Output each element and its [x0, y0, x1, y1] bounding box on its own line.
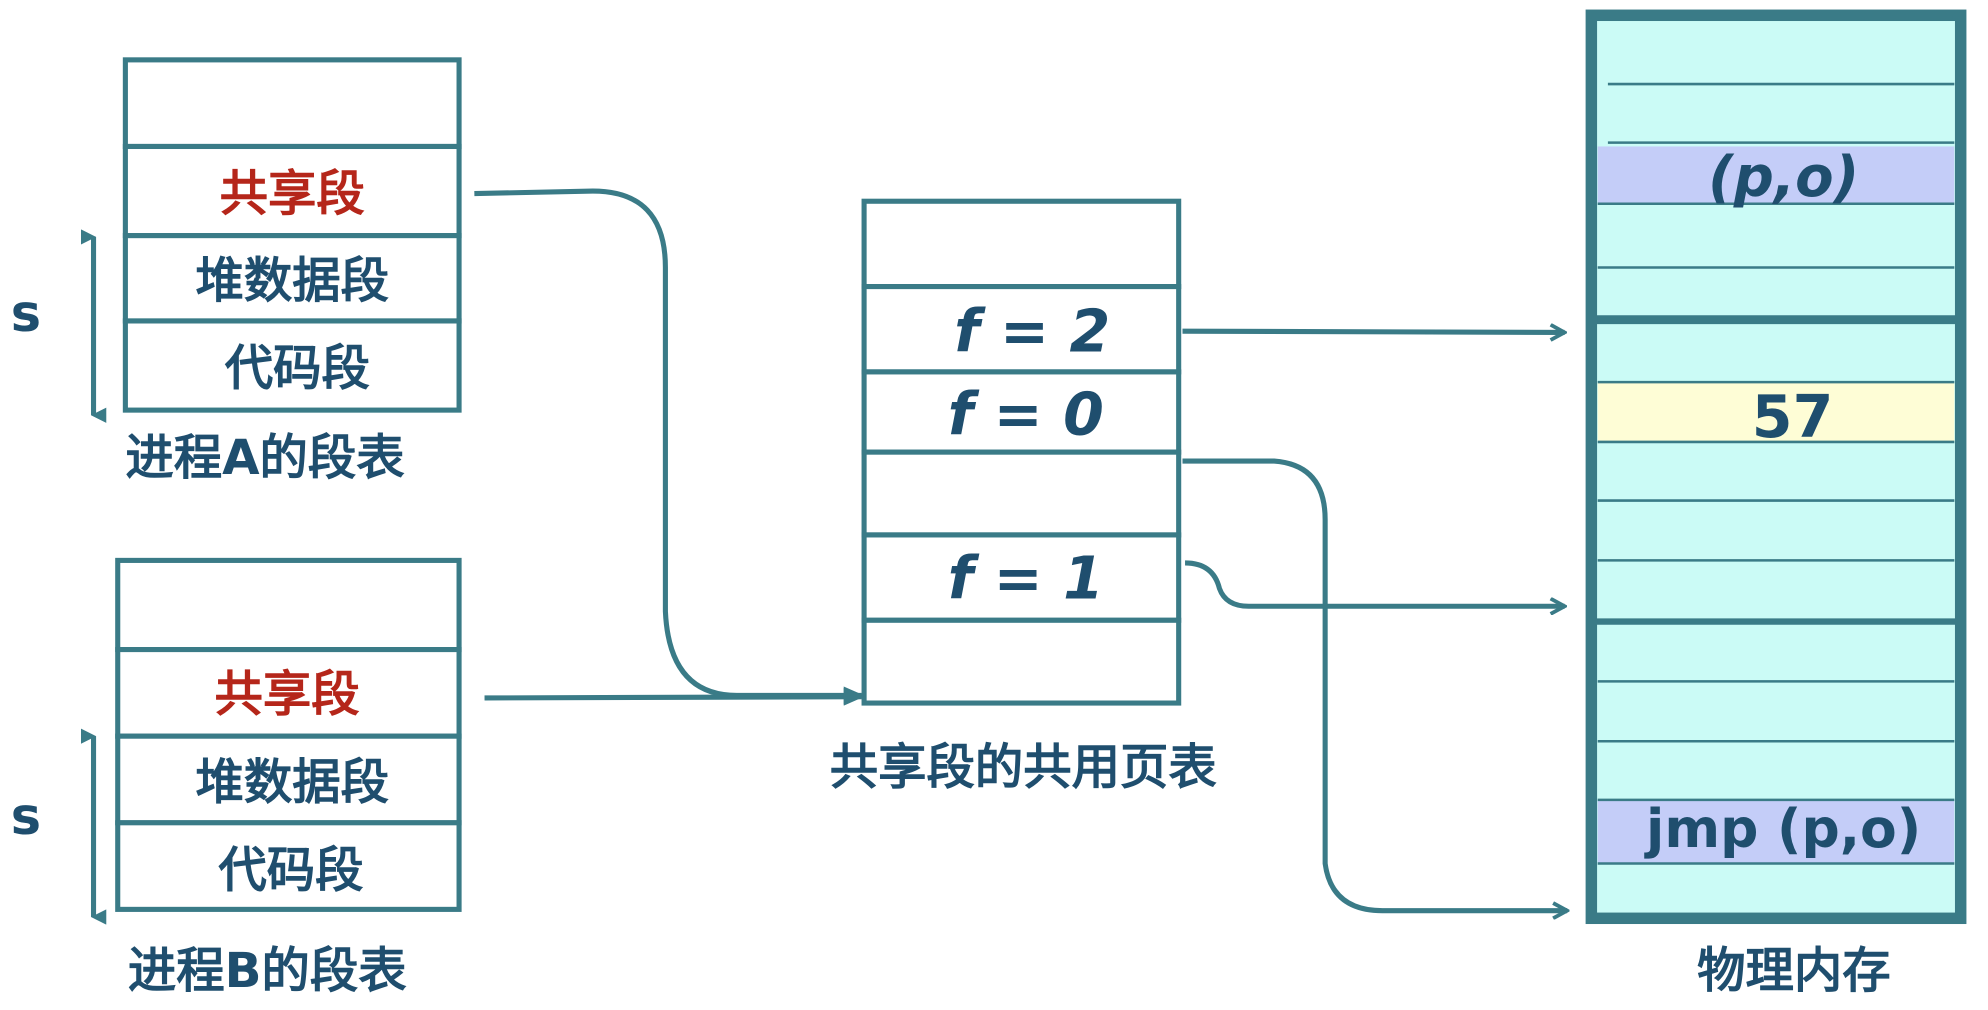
page-row	[861, 617, 1182, 706]
segment-row-heap	[115, 733, 462, 826]
process-a-segment-table: 共享段 堆数据段 代码段 进程A的段表 s	[11, 57, 462, 486]
process-a-to-page-table-arrow	[474, 188, 865, 705]
jmp-label: jmp (p,o)	[1644, 797, 1921, 860]
value-highlight	[1597, 382, 1955, 442]
segment-row-empty	[115, 557, 462, 653]
segment-row-code	[115, 820, 462, 912]
s-label: s	[11, 788, 41, 847]
segment-row-code	[122, 318, 462, 413]
po-highlight	[1597, 146, 1955, 204]
heap-segment-label: 堆数据段	[195, 755, 389, 811]
shared-segment-label: 共享段	[220, 166, 365, 222]
memory-caption: 物理内存	[1697, 943, 1891, 999]
frame-2-arrow	[1182, 331, 1564, 332]
page-table-caption: 共享段的共用页表	[830, 739, 1218, 795]
code-segment-label: 代码段	[224, 341, 370, 397]
physical-memory: (p,o) 57 jmp (p,o) 物理内存	[1585, 9, 1967, 999]
process-b-segment-table: 共享段 堆数据段 代码段 进程B的段表 s	[11, 557, 462, 999]
frame-0-arrow	[1182, 458, 1567, 911]
page-row-f2	[861, 284, 1182, 375]
value-57-label: 57	[1752, 383, 1834, 451]
frame-2-label: f = 2	[954, 298, 1110, 366]
page-row	[861, 198, 1182, 290]
jmp-highlight	[1597, 799, 1955, 864]
process-a-caption: 进程A的段表	[125, 430, 405, 486]
frame-1-label: f = 1	[948, 545, 1104, 613]
segment-row-shared	[122, 143, 462, 239]
memory-row-lines	[1592, 82, 1960, 865]
process-b-caption: 进程B的段表	[128, 943, 407, 999]
shared-segment-label: 共享段	[215, 667, 360, 723]
mapping-arrows	[474, 188, 1567, 911]
po-label: (p,o)	[1708, 145, 1859, 210]
segment-row-empty	[122, 57, 462, 150]
memory-border	[1585, 9, 1967, 925]
process-b-to-page-table-arrow	[484, 687, 865, 706]
shared-page-table: f = 2 f = 0 f = 1 共享段的共用页表	[830, 198, 1218, 795]
heap-segment-label: 堆数据段	[195, 253, 389, 309]
frame-0-label: f = 0	[948, 380, 1104, 448]
frame-1-arrow	[1184, 560, 1565, 606]
s-label: s	[11, 285, 41, 344]
page-row	[861, 449, 1182, 538]
code-segment-label: 代码段	[217, 842, 363, 898]
